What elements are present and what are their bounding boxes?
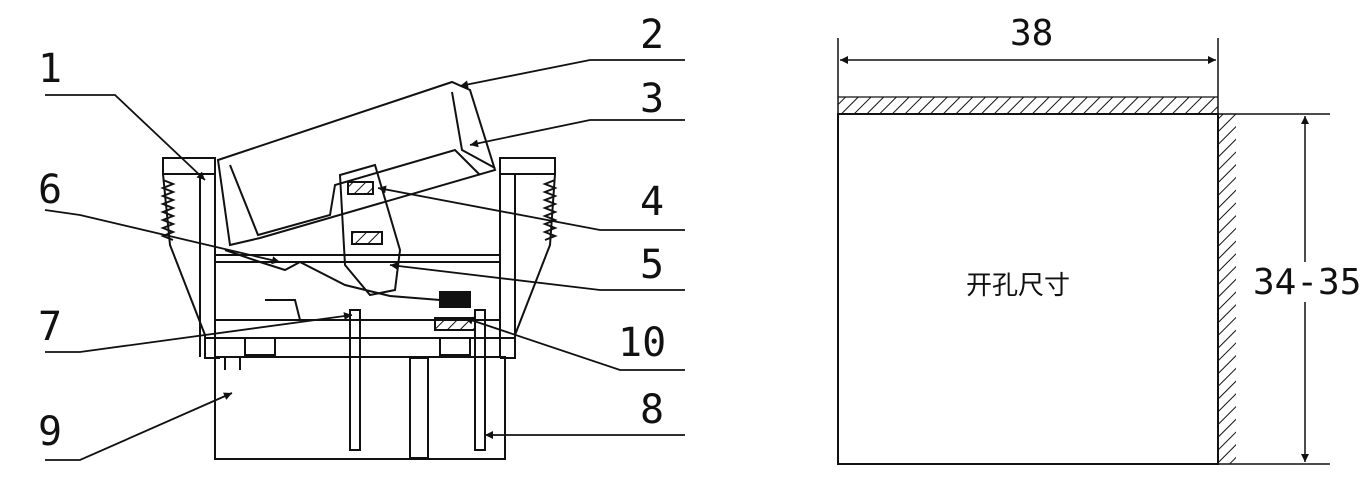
leader-1 <box>45 94 206 181</box>
leader-7 <box>45 312 353 353</box>
contact-lever <box>224 249 461 302</box>
width-label: 38 <box>1010 13 1053 54</box>
terminal-right <box>474 309 486 451</box>
callout-9: 9 <box>38 409 62 455</box>
flange-right <box>499 157 556 175</box>
plunger <box>338 163 402 297</box>
leader-2 <box>459 59 685 89</box>
terminal-center <box>349 309 361 451</box>
rocker-cap <box>216 80 497 247</box>
callout-8: 8 <box>640 387 664 433</box>
callout-7: 7 <box>38 304 62 350</box>
cutout-drawing <box>837 38 1330 465</box>
cutout-rect <box>837 113 1219 465</box>
leader-3 <box>469 119 685 148</box>
hatch-top <box>838 97 1218 114</box>
callout-5: 5 <box>640 242 664 288</box>
leader-5 <box>389 261 685 291</box>
fixed-contact <box>439 291 471 308</box>
leader-6 <box>44 209 281 265</box>
cutout-center-label: 开孔尺寸 <box>966 271 1070 301</box>
hatch-right <box>1218 114 1236 464</box>
height-label-bg <box>1252 262 1356 302</box>
callout-1: 1 <box>38 46 62 92</box>
callout-6: 6 <box>38 167 62 213</box>
leader-10 <box>464 316 685 371</box>
height-label: 34-35 <box>1253 262 1361 303</box>
callout-10: 10 <box>618 320 666 366</box>
leader-4 <box>377 185 685 231</box>
leader-9 <box>45 392 233 461</box>
callout-2: 2 <box>640 12 664 58</box>
callout-4: 4 <box>640 179 664 225</box>
switch-section <box>160 80 558 460</box>
callout-3: 3 <box>640 76 664 122</box>
leader-lines <box>44 59 685 461</box>
